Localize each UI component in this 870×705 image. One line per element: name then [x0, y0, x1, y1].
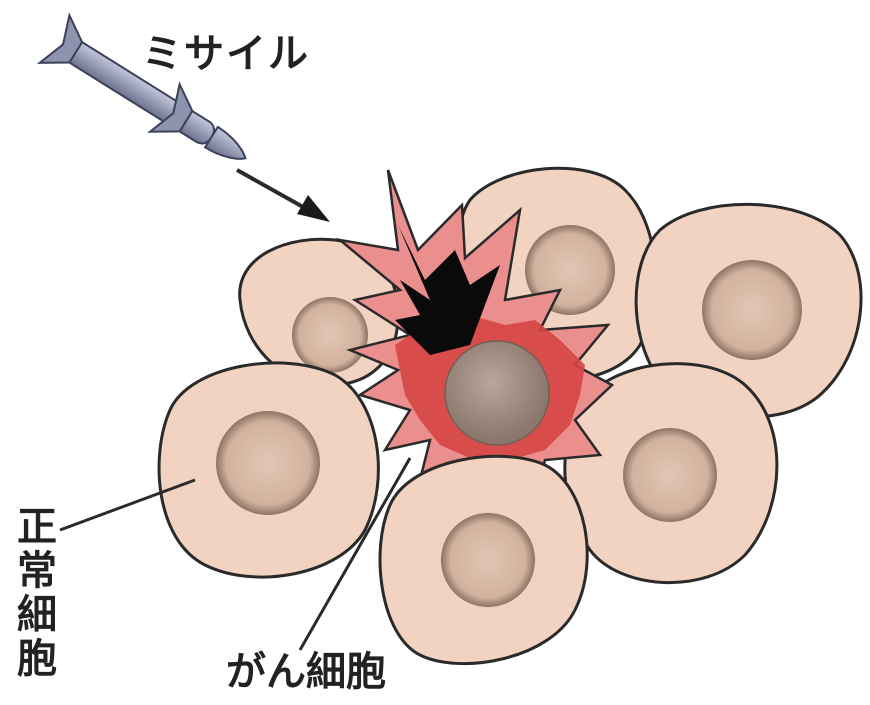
cancer-cell-nucleus [445, 341, 549, 445]
normal-cell-left [159, 363, 378, 577]
cancer-cell-label: がん細胞 [226, 652, 386, 692]
missile-label: ミサイル [142, 34, 310, 74]
normal-cell-bottom [380, 456, 587, 663]
normal-cell-label: 正常細胞 [5, 505, 53, 681]
missile-direction-arrow [237, 170, 330, 222]
